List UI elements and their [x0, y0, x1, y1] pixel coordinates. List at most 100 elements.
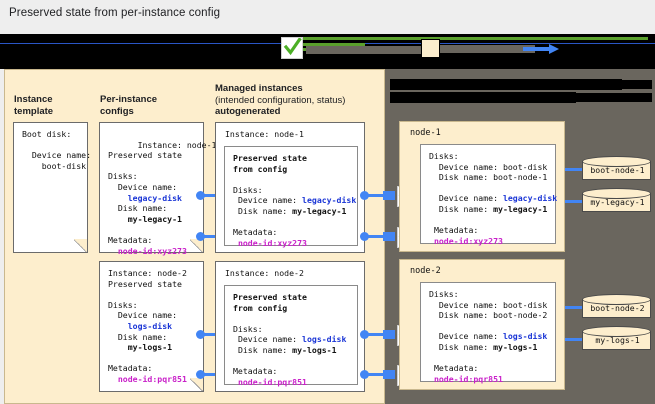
vm-inner-card-0: Disks: Device name: boot-disk Disk name:…	[420, 144, 557, 246]
per-instance-config-text-1: Instance: node-2 Preserved state Disks: …	[108, 268, 187, 385]
vm-boot-device-label-0: Device name:	[438, 161, 499, 172]
managed-instance-inner-1: Preserved state from config Disks: Devic…	[224, 285, 358, 387]
vm-boot-device-label-1: Device name:	[438, 299, 499, 310]
disk-cylinder-label-0-0: boot-node-1	[590, 165, 645, 175]
pic-disk-value-1: my-logs-1	[127, 342, 173, 353]
instance-template-note-text: Boot disk: Device name: boot-disk	[22, 129, 92, 171]
mi-device-value-0: legacy-disk	[302, 195, 357, 206]
column-header-per-instance-configs: Per-instance configs	[100, 94, 157, 117]
connector-line-1a	[201, 333, 220, 336]
connector-line-0b	[201, 235, 220, 238]
vm-boot-disk-label-1: Disk name:	[438, 310, 489, 321]
connector-dot-1c	[360, 330, 369, 339]
instance-template-note: Boot disk: Device name: boot-disk	[13, 122, 92, 253]
legend-band	[0, 34, 655, 69]
disk-link-0-1	[565, 200, 582, 203]
vm-name-0: node-1	[410, 128, 441, 138]
pic-metadata-value-0: node-id:xyz273	[117, 245, 187, 256]
vm-pres-disk-value-0: my-legacy-1	[493, 203, 548, 214]
vm-boot-disk-label-0: Disk name:	[438, 172, 489, 183]
mi-disk-value-1: my-logs-1	[292, 344, 337, 355]
connector-dot-0a	[196, 191, 205, 200]
connector-square-0d	[383, 232, 395, 241]
vm-metadata-label-0: Metadata:	[433, 225, 479, 236]
page-title: Preserved state from per-instance config	[9, 7, 221, 19]
pic-disks-label-0: Disks:	[108, 171, 138, 182]
mi-disk-value-0: my-legacy-1	[292, 205, 347, 216]
connector-line-1d	[365, 373, 383, 376]
managed-instance-text-0: Preserved state from config Disks: Devic…	[233, 153, 356, 248]
connector-dot-1a	[196, 330, 205, 339]
connector-square-1c	[383, 330, 395, 339]
pic-instance-line-1: Instance: node-2	[108, 268, 187, 278]
pic-disks-label-1: Disks:	[108, 299, 138, 310]
vm-disks-label-1: Disks:	[429, 289, 459, 299]
mi-device-label-1: Device name:	[237, 334, 298, 345]
vm-boot-device-value-0: boot-disk	[502, 161, 548, 172]
vm-pres-device-label-0: Device name:	[438, 193, 499, 204]
connector-line-1b	[201, 373, 220, 376]
connector-dot-0c	[360, 191, 369, 200]
connector-dot-1d	[360, 370, 369, 379]
vm-pres-disk-label-0: Disk name:	[438, 203, 489, 214]
vm-pres-device-value-0: legacy-disk	[502, 193, 558, 204]
per-instance-config-note-0: Instance: node-1 Preserved state Disks: …	[99, 122, 216, 256]
cream-box-icon	[421, 39, 440, 58]
instance-template-head-line1: Instance	[14, 94, 53, 105]
vm-head-redaction-1b	[618, 80, 652, 89]
vm-card-1: node-2 Disks: Device name: boot-disk Dis…	[399, 259, 565, 390]
managed-instance-title-0: Instance: node-1	[225, 129, 304, 139]
pic-preserved-line-0: Preserved state	[108, 150, 182, 161]
legend-green-line-2	[300, 43, 365, 46]
column-header-managed-instances: Managed instances (intended configuratio…	[215, 83, 345, 118]
vm-metadata-label-1: Metadata:	[433, 363, 479, 374]
vm-head-redaction-2b	[572, 93, 652, 102]
mi-metadata-value-1: node-id:pqr851	[237, 376, 307, 387]
mi-disks-label-1: Disks:	[233, 323, 263, 334]
disk-cylinder-0-0: boot-node-1	[582, 156, 653, 182]
pic-metadata-value-1: node-id:pqr851	[117, 373, 187, 384]
managed-instance-card-1: Instance: node-2 Preserved state from co…	[215, 261, 365, 392]
mi-preserved2-0: from config	[233, 163, 288, 174]
vm-inner-card-1: Disks: Device name: boot-disk Disk name:…	[420, 282, 556, 384]
vm-text-0: Disks: Device name: boot-disk Disk name:…	[429, 151, 557, 246]
vm-card-0: node-1 Disks: Device name: boot-disk Dis…	[399, 121, 565, 252]
managed-instance-text-1: Preserved state from config Disks: Devic…	[233, 292, 346, 387]
note-fold-corner	[74, 239, 88, 253]
mi-device-value-1: logs-disk	[302, 334, 347, 345]
legend-label-redaction-1	[306, 46, 426, 54]
vm-name-1: node-2	[410, 266, 441, 276]
disk-link-1-0	[565, 306, 582, 309]
connector-line-0d	[365, 235, 383, 238]
mi-disk-label-0: Disk name:	[237, 205, 288, 216]
pic-device-label-0: Device name:	[117, 181, 178, 192]
disk-cylinder-label-1-0: boot-node-2	[590, 303, 645, 313]
per-instance-config-text-0: Instance: node-1 Preserved state Disks: …	[108, 129, 216, 256]
disk-cylinder-label-0-1: my-legacy-1	[590, 197, 645, 207]
legend-green-line-1	[303, 37, 648, 40]
mi-metadata-value-0: node-id:xyz273	[237, 237, 307, 248]
vm-text-1: Disks: Device name: boot-disk Disk name:…	[429, 289, 547, 384]
mi-disk-label-1: Disk name:	[237, 344, 288, 355]
vm-metadata-value-0: node-id:xyz273	[433, 235, 503, 246]
mi-preserved2-1: from config	[233, 302, 288, 313]
mi-device-label-0: Device name:	[237, 195, 298, 206]
disk-cylinder-0-1: my-legacy-1	[582, 188, 653, 214]
vm-boot-disk-value-0: boot-node-1	[493, 172, 548, 183]
mi-disks-label-0: Disks:	[233, 184, 263, 195]
vm-pres-device-value-1: logs-disk	[502, 331, 548, 342]
pic-disk-label-0: Disk name:	[117, 203, 168, 214]
vm-boot-device-value-1: boot-disk	[502, 299, 548, 310]
vm-boot-disk-value-1: boot-node-2	[493, 310, 548, 321]
pic-metadata-label-1: Metadata:	[108, 363, 153, 374]
vm-pres-disk-value-1: my-logs-1	[493, 341, 538, 352]
managed-instance-card-0: Instance: node-1 Preserved state from co…	[215, 122, 365, 253]
disk-cylinder-1-1: my-logs-1	[582, 326, 653, 352]
mi-preserved1-0: Preserved state	[233, 153, 307, 163]
per-instance-config-note-1: Instance: node-2 Preserved state Disks: …	[99, 261, 204, 392]
column-header-vm-pane	[390, 79, 652, 107]
note-fold-corner	[190, 378, 204, 392]
managed-instance-title-1: Instance: node-2	[225, 268, 304, 278]
disk-link-1-1	[565, 338, 582, 341]
pic-metadata-label-0: Metadata:	[108, 234, 153, 245]
